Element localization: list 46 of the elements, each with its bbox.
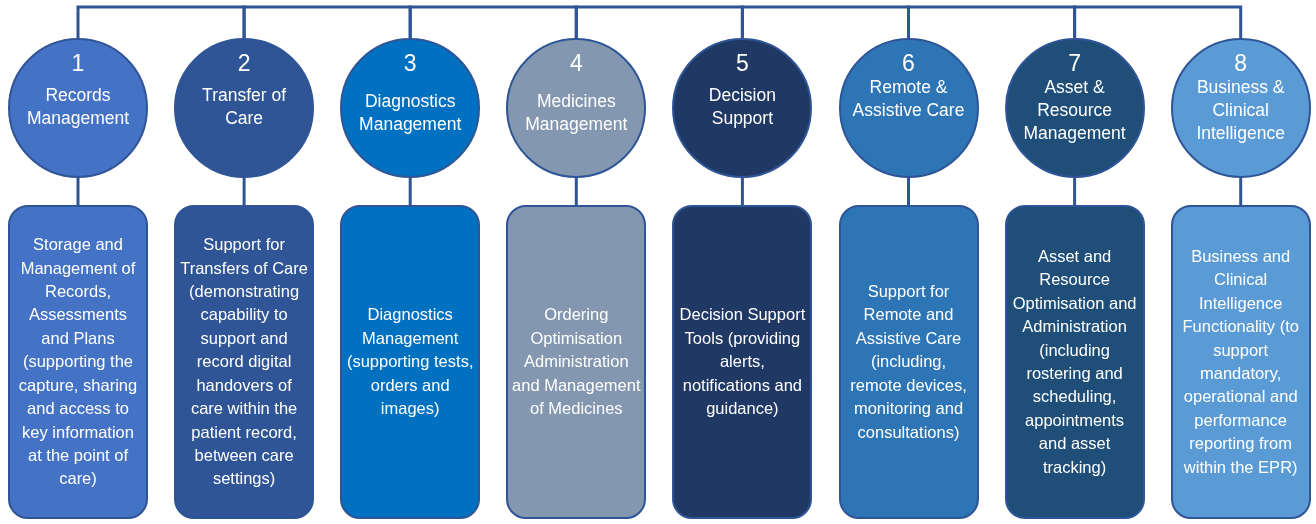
connector-line (1239, 178, 1243, 205)
category-title: Records Management (25, 84, 131, 130)
description-box (8, 205, 148, 519)
connector-line (76, 5, 246, 38)
category-number: 7 (1068, 49, 1081, 78)
category-title: Business & Clinical Intelligence (1195, 76, 1286, 145)
category-number: 6 (902, 49, 915, 78)
description-text: Diagnostics Management (supporting tests, orders and images) (345, 304, 475, 420)
connector-line (574, 5, 744, 38)
description-text: Storage and Management of Records, Assessments and Plans (supporting the capture, sharing and access to key information at the point of care) (17, 234, 139, 490)
connector-line (408, 178, 412, 205)
connector-line (1073, 5, 1243, 38)
connector-line (907, 178, 910, 205)
description-box (1170, 205, 1311, 519)
description-text: Decision Support Tools (providing alerts, notifications and guidance) (678, 304, 807, 420)
description-text: Support for Transfers of Care (demonstrating capability to support and record digital handovers of care within the patient record, between care settings) (179, 234, 309, 490)
connector-line (242, 178, 246, 205)
description-text: Ordering Optimisation Administration and Management of Medicines (511, 304, 642, 420)
description-box (1004, 205, 1145, 519)
category-title: Transfer of Care (201, 84, 288, 130)
category-title: Asset & Resource Management (1022, 76, 1127, 145)
description-text: Business and Clinical Intelligence Functionality (to support mandatory, operational and performance reporting from within the EPR) (1181, 245, 1300, 478)
connector-line (1073, 178, 1077, 205)
category-title: Decision Support (707, 84, 777, 130)
description-box (340, 205, 481, 519)
connector-line (408, 5, 578, 38)
category-number: 1 (71, 49, 85, 78)
connector-line (574, 178, 578, 205)
description-box (838, 205, 979, 519)
description-box (506, 205, 647, 519)
category-number: 4 (569, 49, 583, 78)
category-title: Diagnostics Management (358, 90, 463, 136)
connector-line (740, 5, 910, 38)
description-text: Support for Remote and Assistive Care (including, remote devices, monitoring and consultations) (849, 281, 968, 443)
connector-line (740, 178, 744, 205)
category-number: 2 (237, 49, 251, 78)
category-title: Remote & Assistive Care (851, 76, 966, 122)
description-box (672, 205, 813, 519)
connector-line (76, 178, 80, 205)
description-box (174, 205, 315, 519)
category-title: Medicines Management (524, 90, 629, 136)
category-number: 5 (736, 49, 749, 78)
category-number: 8 (1234, 49, 1248, 78)
category-number: 3 (403, 49, 417, 78)
connector-line (242, 5, 412, 38)
description-text: Asset and Resource Optimisation and Administration (including rostering and scheduling, appointments and asset tracking) (1011, 245, 1138, 478)
